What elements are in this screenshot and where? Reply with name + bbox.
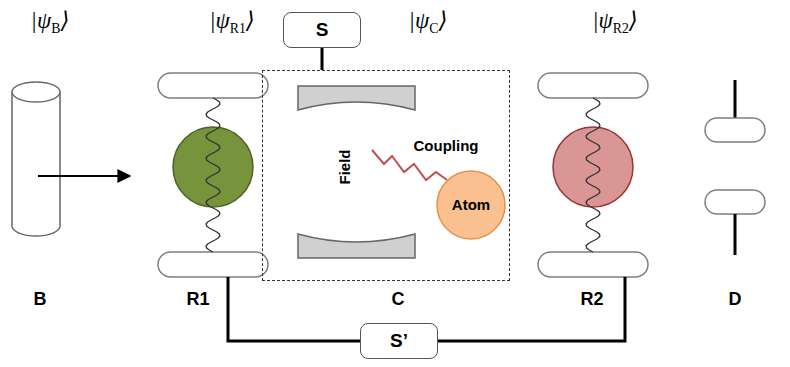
node-text: S [316,20,329,41]
coupling-zigzag [372,150,447,180]
coupling-label: Coupling [414,138,479,155]
field-label: Field [337,149,354,184]
node-text: Atom [452,197,490,214]
part-label: R1 [186,290,209,310]
r1-cavity [158,73,268,277]
atom-circle: Atom [436,170,506,240]
cavity-region: Field CouplingAtom [262,70,510,281]
state-label: |ψC⟩ [409,8,448,36]
switch-box: S [283,12,361,48]
source-cylinder [12,82,60,236]
control-wire [228,277,360,341]
detector-plates [705,80,765,255]
state-label: |ψB⟩ [31,8,70,36]
node-text: S’ [390,331,408,352]
part-label: R2 [580,290,603,310]
beam-arrow [38,175,130,177]
r2-cavity [538,73,648,277]
switch-box: S’ [360,323,438,359]
part-label: D [729,290,742,310]
control-wire [438,277,625,341]
state-label: |ψR1⟩ [209,8,255,36]
state-label: |ψR2⟩ [592,8,638,36]
cavity-mirrors [298,86,415,258]
part-label: B [34,290,47,310]
part-label: C [392,290,405,310]
connector-line [321,48,324,70]
